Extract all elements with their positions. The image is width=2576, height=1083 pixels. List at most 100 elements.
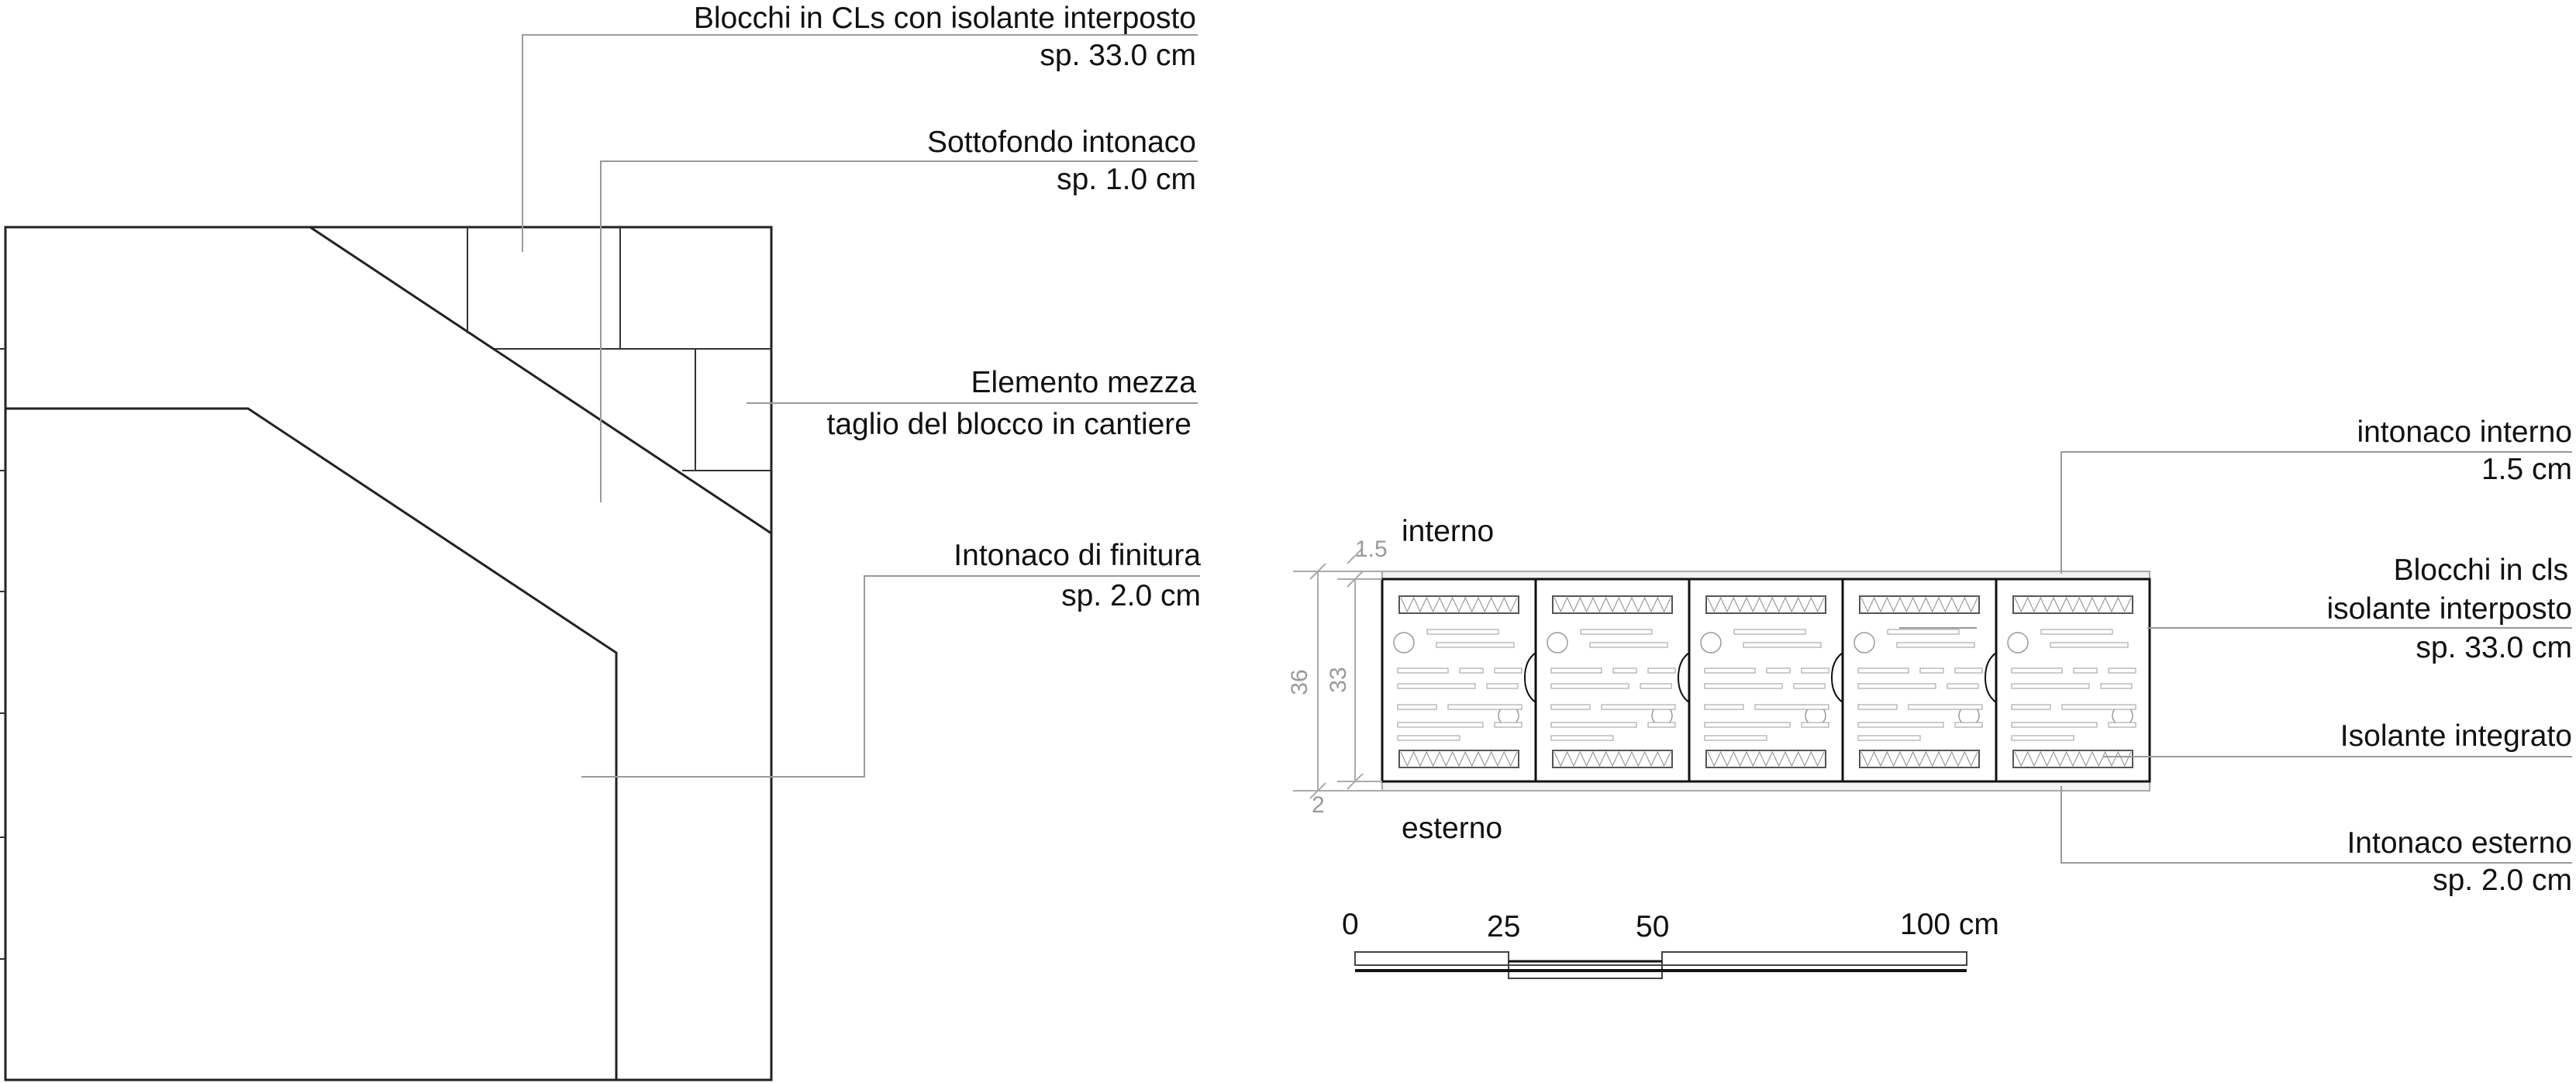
wall-section: interno esterno 1.5 36 33 2 intonaco int… <box>1287 416 2572 897</box>
exterior-label: esterno <box>1402 812 1502 845</box>
dim-36: 36 <box>1287 669 1312 695</box>
cavity-circle <box>2007 632 2029 654</box>
insulation-strip-outer <box>1398 750 1519 768</box>
leader-intonaco-interno <box>2060 451 2572 574</box>
insulation-strip-inner <box>2012 595 2133 614</box>
label-blocchi-cls-3: sp. 33.0 cm <box>2416 631 2572 664</box>
dim-2: 2 <box>1312 792 1325 818</box>
cavity-slot <box>1887 629 1960 635</box>
cavity-slot <box>1397 683 1476 689</box>
scale-tick-25: 25 <box>1487 910 1520 943</box>
cavity-slot <box>1459 667 1484 674</box>
insulation-strip-outer <box>2012 750 2133 768</box>
insulation-strip-outer <box>1552 750 1673 768</box>
insulation-hatch <box>1860 596 1978 613</box>
cavity-slot <box>1426 629 1499 635</box>
cavity-slot <box>1954 667 1983 674</box>
leader-intonaco-esterno <box>2060 786 2572 864</box>
cavity-slot <box>1436 642 1515 648</box>
cavity-slot <box>1733 629 1806 635</box>
dim-tick <box>1309 782 1326 799</box>
scale-tick-0: 0 <box>1342 908 1359 941</box>
outer-block-edge <box>309 226 772 535</box>
insulation-hatch <box>1400 596 1518 613</box>
cavity-circle <box>1547 632 1568 654</box>
dim-tick <box>1347 773 1364 790</box>
cavity-slot <box>1857 704 1898 710</box>
exterior-plaster <box>1381 781 2150 792</box>
cavity-slot <box>1494 667 1522 674</box>
cavity-slot <box>1397 704 1437 710</box>
label-elemento-line1: Elemento mezza <box>971 366 1197 399</box>
block-joint-notch <box>1984 652 1997 703</box>
cavity-slot <box>1589 642 1668 648</box>
cavity-slot <box>2108 722 2136 728</box>
scale-bar: 0 25 50 100 cm <box>1342 908 1999 979</box>
cavity-slot <box>2100 683 2133 689</box>
label-isolante: Isolante integrato <box>2340 719 2572 753</box>
cavity-slot <box>1647 667 1676 674</box>
cavity-slot <box>2040 629 2113 635</box>
cavity-slot <box>2061 704 2136 710</box>
cavity-circle <box>1393 632 1415 654</box>
cavity-slot <box>1857 722 1944 728</box>
cavity-slot <box>2011 735 2074 741</box>
insulation-hatch <box>1400 750 1518 767</box>
cavity-slot <box>1601 704 1676 710</box>
cavity-slot <box>1550 667 1602 674</box>
cavity-slot <box>1580 629 1653 635</box>
insulation-hatch <box>1707 750 1825 767</box>
leader-sottofondo <box>600 160 1198 502</box>
dim-tick <box>1347 547 1364 564</box>
cavity-slot <box>1704 722 1791 728</box>
cavity-slot <box>1857 735 1921 741</box>
label-finitura-line1: Intonaco di finitura <box>953 539 1201 572</box>
label-elemento-line2: taglio del blocco in cantiere <box>827 408 1191 441</box>
leader-finitura <box>581 575 1200 778</box>
cavity-slot <box>1486 683 1519 689</box>
cavity-slot <box>1954 722 1983 728</box>
cavity-slot <box>1947 683 1979 689</box>
cavity-slot <box>1397 667 1449 674</box>
corner-detail: Blocchi in CLs con isolante interposto s… <box>0 2 1201 1081</box>
cavity-slot <box>1647 722 1676 728</box>
detail-frame <box>4 226 773 1081</box>
interior-label: interno <box>1402 515 1494 548</box>
cavity-slot <box>1919 667 1944 674</box>
dim-tick <box>1347 571 1364 588</box>
label-blocchi-cls-1: Blocchi in cls <box>2394 554 2568 587</box>
cavity-slot <box>1397 735 1460 741</box>
cavity-slot <box>1801 667 1829 674</box>
cavity-slot <box>1857 683 1936 689</box>
cavity-slot <box>1857 667 1909 674</box>
cavity-circle <box>1854 632 1875 654</box>
label-blocchi-cls-2: isolante interposto <box>2326 592 2572 626</box>
label-sottofondo-line1: Sottofondo intonaco <box>927 126 1196 159</box>
cavity-slot <box>1704 704 1744 710</box>
insulation-hatch <box>1554 750 1671 767</box>
insulation-hatch <box>1860 750 1978 767</box>
label-intonaco-esterno-2: sp. 2.0 cm <box>2433 864 2572 897</box>
scale-seg-50-100 <box>1661 951 1967 966</box>
cavity-slot <box>1612 667 1637 674</box>
insulation-strip-outer <box>1705 750 1826 768</box>
dim-tick <box>1309 563 1326 580</box>
cavity-slot <box>1550 704 1591 710</box>
cavity-slot <box>2011 722 2098 728</box>
label-sottofondo-line2: sp. 1.0 cm <box>1057 163 1196 196</box>
label-intonaco-interno-2: 1.5 cm <box>2481 453 2572 486</box>
cavity-circle <box>1700 632 1722 654</box>
label-finitura-line2: sp. 2.0 cm <box>1061 579 1201 612</box>
cavity-slot <box>1704 667 1756 674</box>
cavity-slot <box>2011 683 2090 689</box>
insulation-hatch <box>1707 596 1825 613</box>
cavity-slot <box>1896 642 1975 648</box>
cavity-slot <box>1754 704 1829 710</box>
label-intonaco-interno-1: intonaco interno <box>2357 416 2572 449</box>
insulation-hatch <box>1554 596 1671 613</box>
cavity-slot <box>1908 704 1983 710</box>
cavity-slot <box>1766 667 1791 674</box>
label-intonaco-esterno-1: Intonaco esterno <box>2347 826 2572 860</box>
inner-block-edge <box>5 407 618 1080</box>
